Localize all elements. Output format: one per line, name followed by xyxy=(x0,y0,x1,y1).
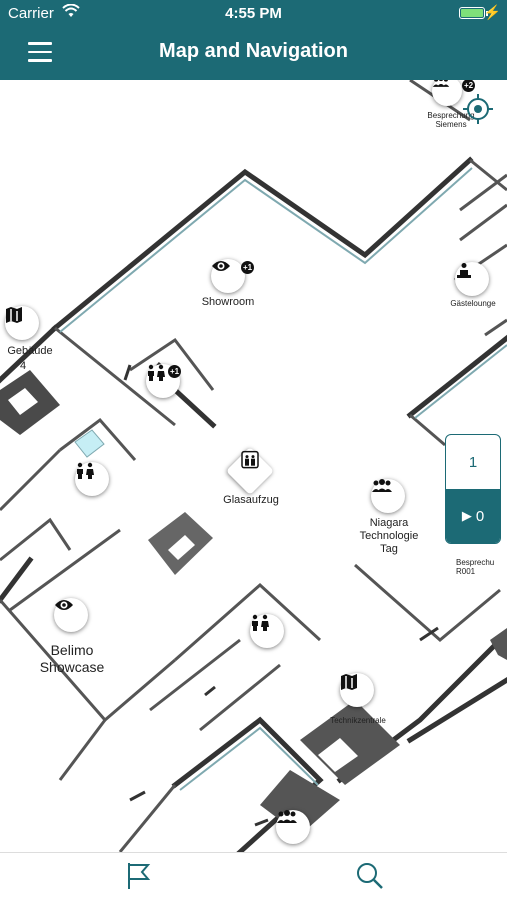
map-icon[interactable] xyxy=(340,673,374,707)
flag-icon[interactable] xyxy=(124,861,154,891)
floor-1-button[interactable]: 1 xyxy=(468,453,478,471)
showroom-label: Showroom xyxy=(201,296,255,308)
meeting-group-icon[interactable] xyxy=(276,810,310,844)
gebaeude-label: Gebäude xyxy=(7,345,53,357)
showroom-count-badge: +1 xyxy=(241,261,254,274)
floor-map[interactable]: +1 Showroom Gästelounge Gebäude 4 +1 Gla… xyxy=(0,80,507,852)
toilets-icon[interactable] xyxy=(75,462,109,496)
meeting-count-badge: +2 xyxy=(462,80,475,92)
niagara-label: Niagara Technologie Tag xyxy=(359,517,419,555)
status-bar: Carrier 4:55 PM ⚡ xyxy=(0,0,507,28)
search-icon[interactable] xyxy=(355,861,385,891)
charging-icon: ⚡ xyxy=(483,4,501,20)
eye-icon[interactable] xyxy=(211,259,245,293)
meeting-group-icon[interactable] xyxy=(371,479,405,513)
clock: 4:55 PM xyxy=(225,5,282,22)
gaestelounge-label: Gästelounge xyxy=(450,299,496,308)
technikzentrale-label: Technikzentrale xyxy=(330,716,386,725)
carrier-label: Carrier xyxy=(8,5,54,22)
eye-icon[interactable] xyxy=(54,598,88,632)
battery-tip xyxy=(486,11,488,16)
hamburger-menu-icon[interactable] xyxy=(28,42,52,62)
lounge-icon[interactable] xyxy=(455,262,489,296)
belimo-showcase-label: Belimo Showcase xyxy=(39,642,105,675)
meeting-group-icon[interactable] xyxy=(432,80,462,106)
map-icon[interactable] xyxy=(5,306,39,340)
toilets-icon[interactable] xyxy=(250,614,284,648)
floor-0-button[interactable]: ▶ 0 xyxy=(446,489,500,543)
besprechung-right-label: Besprechu R001 xyxy=(456,558,495,576)
play-icon: ▶ xyxy=(461,508,472,523)
floor-selector: 1 ▶ 0 xyxy=(445,434,501,544)
navigation-bar: Map and Navigation xyxy=(0,28,507,80)
page-title: Map and Navigation xyxy=(159,40,348,62)
wifi-icon xyxy=(62,3,80,22)
floor-0-label: 0 xyxy=(475,507,485,525)
besprechung-top-label: Besprechung Siemens xyxy=(427,111,475,129)
tab-bar xyxy=(0,852,507,901)
elevator-icon[interactable] xyxy=(225,446,275,496)
battery-icon xyxy=(459,7,485,19)
gebaeude-number: 4 xyxy=(19,360,27,372)
location-target-icon[interactable] xyxy=(463,94,493,124)
glasaufzug-label: Glasaufzug xyxy=(223,494,279,506)
floor-plan-drawing xyxy=(0,80,507,852)
toilets-count-badge: +1 xyxy=(168,365,181,378)
